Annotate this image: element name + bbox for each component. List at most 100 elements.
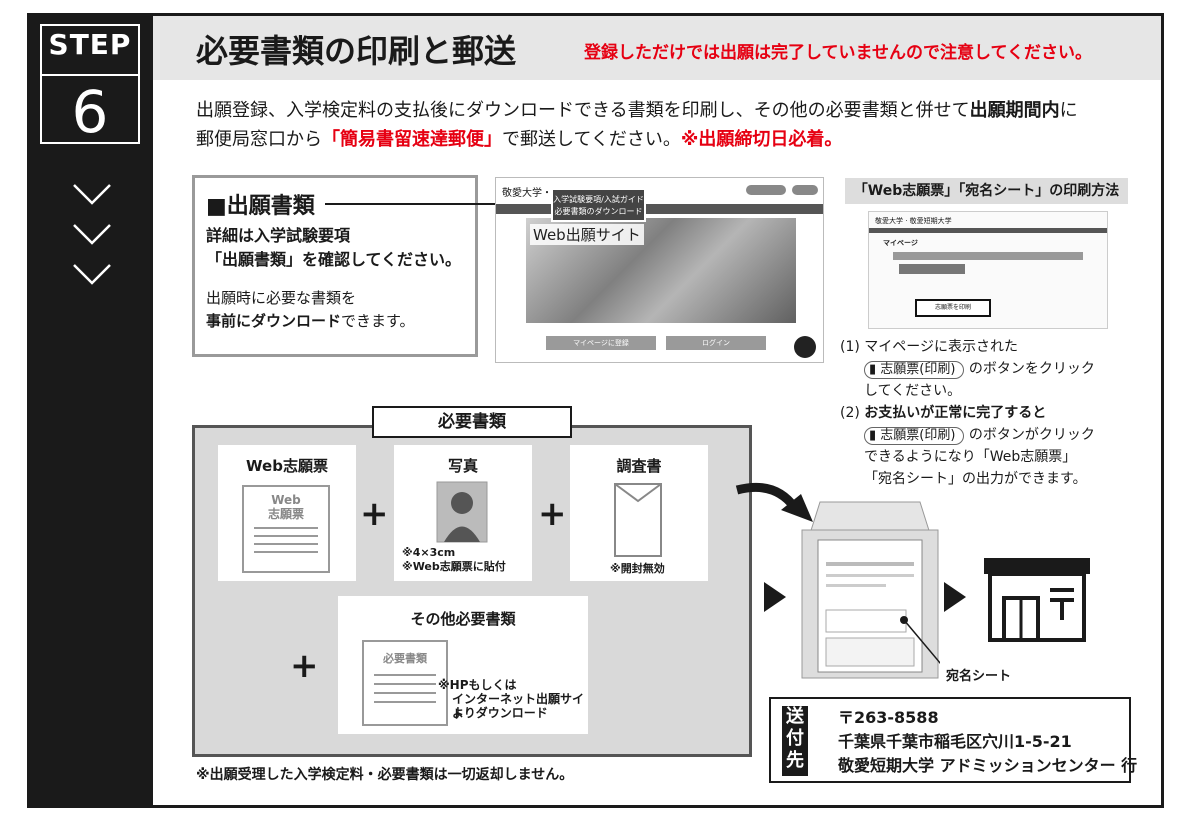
docs-line1: 詳細は入学試験要項: [206, 226, 351, 245]
plus-icon: +: [360, 494, 389, 534]
step2-number: (2): [840, 405, 860, 421]
step2-text: お支払いが正常に完了すると: [864, 405, 1047, 421]
photo-size-note: ※4×3cm: [402, 546, 456, 559]
web-form-card: Web志願票 Web 志願票: [218, 445, 356, 581]
postal-code: 〒263-8588: [838, 708, 939, 727]
web-form-doc-text: Web 志願票: [267, 493, 304, 521]
step-badge: STEP 6: [40, 24, 140, 146]
other-doc-text: 必要書類: [383, 652, 427, 665]
pill-label: 志願票(印刷): [880, 362, 956, 377]
mypage-status: [899, 264, 965, 274]
envelope-icon: [614, 483, 662, 557]
print-method-heading: 「Web志願票」「宛名シート」の印刷方法: [845, 178, 1128, 204]
required-docs-title: 必要書類: [372, 406, 572, 438]
web-login-button: ログイン: [666, 336, 766, 350]
survey-card: 調査書 ※開封無効: [570, 445, 708, 581]
plus-icon: +: [290, 646, 319, 686]
address-box: [769, 697, 1131, 783]
mypage-logo: 敬愛大学 · 敬愛短期大学: [875, 217, 952, 225]
chevron-down-icon: [73, 264, 111, 285]
intro-mail-type: 「簡易書留速達郵便」: [322, 129, 502, 150]
header-band: [153, 16, 1161, 80]
photo-icon: [436, 481, 488, 543]
mypage-print-button: 志願票を印刷: [915, 299, 991, 317]
survey-note: ※開封無効: [610, 562, 665, 575]
step1-text2: のボタンをクリック: [968, 361, 1095, 377]
document-icon: 必要書類: [362, 640, 448, 726]
callout-line1: 入学試験要項/入試ガイド: [553, 195, 644, 204]
play-arrow-icon: [944, 582, 966, 612]
other-docs-card: その他必要書類 必要書類 ※HPもしくは インターネット出願サイト よりダウンロ…: [338, 596, 588, 734]
application-docs-info: 詳細は入学試験要項 「出願書類」を確認してください。: [206, 224, 461, 272]
web-site-title: Web出願サイト: [530, 224, 644, 245]
address-line1: 千葉県千葉市稲毛区穴川1-5-21: [838, 732, 1072, 751]
page-title: 必要書類の印刷と郵送: [196, 32, 517, 70]
address-sheet-label: 宛名シート: [946, 669, 1012, 684]
docs-line3: 出願時に必要な書類を: [206, 289, 357, 307]
step1-number: (1): [840, 339, 860, 355]
web-site-screenshot: 敬愛大学・ Web出願サイト 入学試験要項/入試ガイド 必要書類のダウンロード …: [495, 177, 824, 363]
chevron-down-icon: [73, 224, 111, 245]
docs-line2: 「出願書類」を確認してください。: [206, 250, 462, 269]
print-method-steps: (1) マイページに表示された ▮ 志願票(印刷) のボタンをクリック してくだ…: [840, 336, 1095, 490]
intro-line1-end: に: [1059, 100, 1078, 121]
step1-text: マイページに表示された: [864, 339, 1019, 355]
step-word: STEP: [48, 28, 132, 61]
web-header-button: [746, 185, 786, 195]
application-docs-box: [192, 175, 478, 357]
page-frame: [27, 13, 1164, 808]
envelope-with-address-icon: [801, 501, 940, 679]
photo-attach-note: ※Web志願票に貼付: [402, 560, 506, 573]
intro-period: 出願期間内: [969, 100, 1060, 121]
document-icon: Web 志願票: [242, 485, 330, 573]
survey-label: 調査書: [616, 457, 662, 475]
other-note1: ※HPもしくは: [438, 678, 517, 692]
other-note3: よりダウンロード: [452, 706, 548, 720]
address-text: 〒263-8588 千葉県千葉市稲毛区穴川1-5-21 敬愛短期大学 アドミッシ…: [838, 706, 1137, 778]
intro-text: 出願登録、入学検定料の支払後にダウンロードできる書類を印刷し、その他の必要書類と…: [196, 96, 1078, 154]
curved-arrow-icon: [735, 482, 813, 522]
step2-text2: のボタンがクリック: [968, 427, 1095, 443]
intro-deadline: ※出願締切日必着。: [680, 129, 843, 150]
step2-text4: 「宛名シート」の出力ができます。: [864, 471, 1087, 487]
play-arrow-icon: [764, 582, 786, 612]
mypage-screenshot: 敬愛大学 · 敬愛短期大学 マイページ 志願票を印刷: [868, 211, 1108, 329]
step1-text3: してください。: [864, 383, 962, 399]
address-tag: 送付先: [782, 706, 808, 776]
callout-line2: 必要書類のダウンロード: [554, 207, 643, 216]
web-download-callout: 入学試験要項/入試ガイド 必要書類のダウンロード: [551, 188, 646, 222]
plus-icon: +: [538, 494, 567, 534]
step-divider: [42, 74, 138, 76]
footer-note: ※出願受理した入学検定料・必要書類は一切返却しません。: [196, 767, 574, 783]
intro-line1: 出願登録、入学検定料の支払後にダウンロードできる書類を印刷し、その他の必要書類と…: [196, 100, 970, 121]
other-note2: インターネット出願サイト: [452, 692, 585, 721]
other-docs-label: その他必要書類: [410, 610, 516, 628]
pill-label: 志願票(印刷): [880, 428, 956, 443]
intro-line2: 郵便局窓口から: [196, 129, 322, 150]
application-docs-heading: ■出願書類: [206, 194, 315, 219]
web-nav-bar: [496, 204, 823, 214]
step2-text3: できるようになり「Web志願票」: [864, 449, 1077, 465]
warning-text: 登録しただけでは出願は完了していませんので注意してください。: [584, 43, 1092, 63]
step-sidebar: [27, 13, 153, 808]
web-logo: 敬愛大学・: [502, 188, 552, 199]
photo-card: 写真 ※4×3cm ※Web志願票に貼付: [394, 445, 532, 581]
print-pill: ▮ 志願票(印刷): [864, 427, 965, 445]
docs-download-bold: 事前にダウンロード: [206, 312, 342, 330]
mypage-bar: [893, 252, 1083, 260]
mypage-nav: [869, 228, 1107, 233]
web-header-button: [792, 185, 818, 195]
web-register-button: マイページに登録: [546, 336, 656, 350]
chat-icon: [794, 336, 816, 358]
chevron-down-icon: [73, 184, 111, 205]
intro-line2-mid: で郵送してください。: [502, 129, 681, 150]
application-docs-download: 出願時に必要な書類を 事前にダウンロードできます。: [206, 287, 415, 333]
post-office-icon: [984, 558, 1090, 642]
print-pill: ▮ 志願票(印刷): [864, 361, 965, 379]
docs-line4: できます。: [341, 312, 415, 330]
photo-label: 写真: [447, 457, 478, 475]
web-form-label: Web志願票: [246, 457, 328, 475]
pointer-arrow: [325, 203, 555, 205]
step-number: 6: [71, 78, 109, 146]
address-line2: 敬愛短期大学 アドミッションセンター 行: [838, 756, 1138, 775]
